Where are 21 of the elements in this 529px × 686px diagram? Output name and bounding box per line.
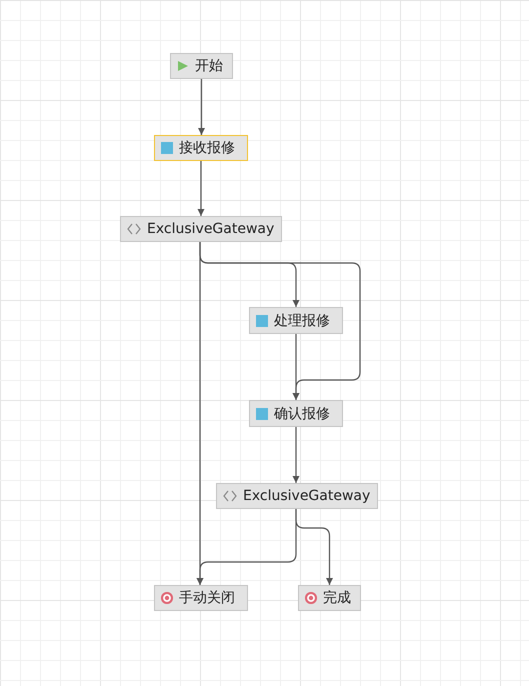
arrow — [292, 427, 300, 483]
arrow — [295, 509, 333, 585]
event-box — [154, 585, 248, 611]
arrow — [198, 79, 205, 135]
arrow — [292, 334, 300, 400]
event-box — [170, 53, 233, 79]
node-label: 确认报修 — [274, 406, 330, 420]
event-box — [298, 585, 361, 611]
task-box — [154, 135, 248, 161]
node-label: 接收报修 — [179, 141, 235, 155]
node-label: 开始 — [195, 59, 223, 73]
node-label: 处理报修 — [274, 314, 330, 328]
task-box — [249, 400, 343, 427]
gateway-box — [120, 216, 282, 242]
gateway-box — [216, 483, 378, 509]
node-label: ExclusiveGateway — [243, 489, 370, 503]
node-label: 手动关闭 — [179, 591, 235, 605]
node-label: ExclusiveGateway — [147, 222, 274, 236]
node-label: 完成 — [323, 591, 351, 605]
arrow — [198, 161, 204, 216]
task-box — [249, 307, 343, 334]
